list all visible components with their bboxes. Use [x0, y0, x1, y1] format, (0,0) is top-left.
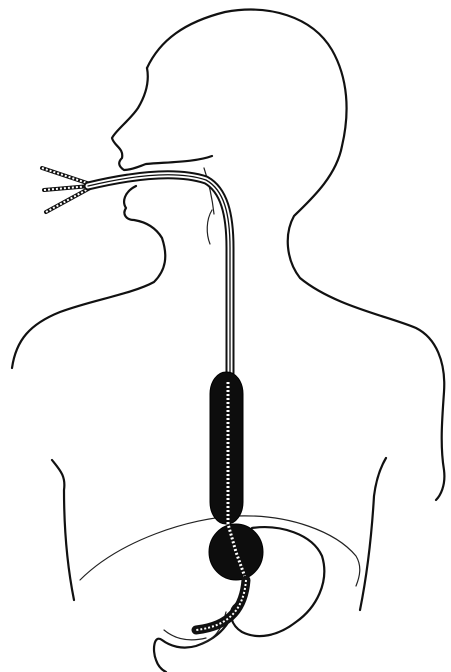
head-outline	[147, 10, 444, 500]
tube-body	[88, 175, 230, 384]
right-arm-outline	[360, 458, 386, 610]
chin-jaw-outline	[12, 186, 165, 368]
duodenum-outline	[154, 604, 236, 672]
tube-ports	[42, 168, 90, 212]
tube-tail	[196, 580, 246, 630]
gastric-balloon	[209, 524, 263, 580]
left-arm-outline	[52, 460, 74, 600]
pharynx-wall	[207, 210, 212, 244]
face-profile	[112, 68, 212, 170]
